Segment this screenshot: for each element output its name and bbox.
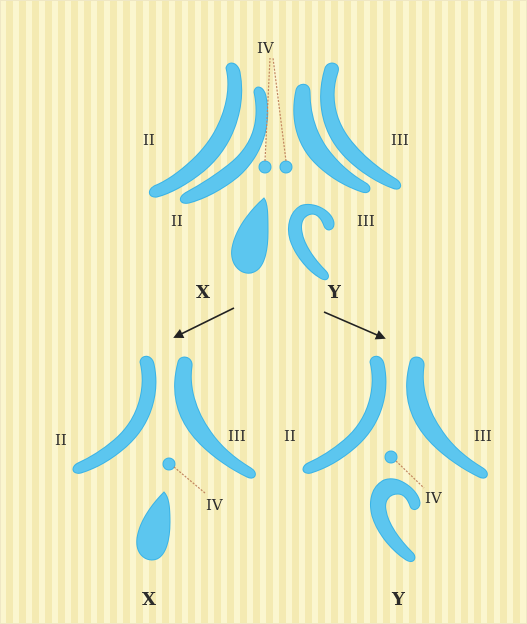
chromosome-iv-dot-bottom-right [385,451,397,463]
label-iii-bottom-right: III [474,427,492,445]
chromosome-iv-dot-left [259,161,271,173]
label-ii-lower: II [171,212,183,230]
label-ii-bottom-left: II [55,431,67,449]
label-x-top: X [196,282,210,303]
label-ii-bottom-right: II [284,427,296,445]
chromosome-x-bottom [137,492,170,560]
label-iii-bottom-left: III [228,427,246,445]
chromosome-iii-bottom-right [407,357,488,478]
chromosome-iv-dot-bottom-left [163,458,175,470]
arrow-to-left-gamete [175,308,234,337]
iv-leader-line-right [273,58,286,161]
iv-leader-line-bottom-left [174,467,205,493]
label-y-top: Y [327,282,342,303]
chromosome-ii-bottom-left [73,356,156,473]
chromosome-ii-bottom-right [303,356,386,473]
top-karyotype: IV II III II III X Y [143,39,409,303]
arrow-to-right-gamete [324,312,384,338]
label-iv-bottom-left: IV [206,496,224,514]
label-x-bottom: X [142,589,156,610]
label-iii-lower: III [357,212,375,230]
chromosome-y-top [288,204,334,279]
label-y-bottom: Y [391,589,406,610]
bottom-left-set: II III IV X [55,356,255,610]
label-ii-upper: II [143,131,155,149]
chromosome-iv-dot-right [280,161,292,173]
chromosome-iii-bottom-left [175,357,256,478]
bottom-right-set: II III IV Y [284,356,492,610]
label-iv-top: IV [257,39,275,57]
chromosome-y-bottom [371,479,421,562]
label-iv-bottom-right: IV [425,489,443,507]
chromosome-x-top [232,198,268,273]
label-iii-upper: III [391,131,409,149]
